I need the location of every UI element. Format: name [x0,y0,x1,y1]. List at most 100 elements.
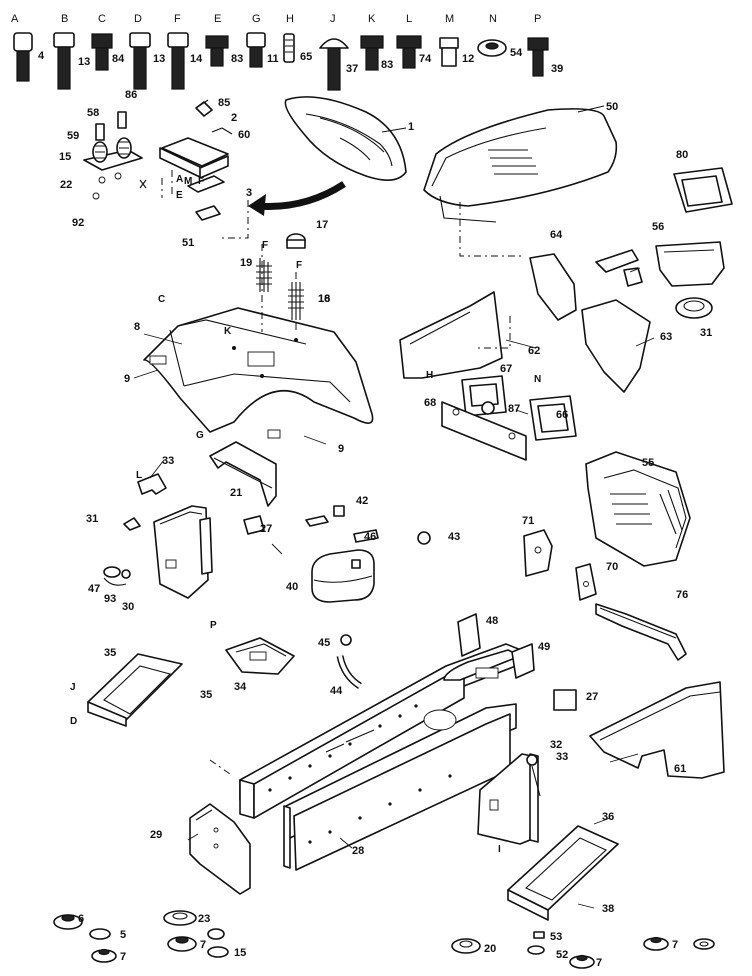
hardware-number-labels: 4 13 84 13 14 83 11 65 37 83 74 12 54 39 [38,47,563,75]
part-28: 28 [352,845,364,857]
rear-panel [477,753,541,845]
ref-n: N [534,374,541,385]
hardware-bottom [53,910,715,969]
part-36: 36 [602,811,614,823]
letter-l: L [406,13,412,25]
dash-assembly [585,451,691,567]
hardware-f-bolt [167,32,189,90]
part-59: 59 [67,130,79,142]
part-9b: 9 [338,443,344,455]
part-85: 85 [218,97,230,109]
hw-num-83a: 83 [231,53,243,65]
hardware-d-bolt [129,32,151,90]
ref-k: K [224,326,232,337]
hardware-n-nut [477,39,507,57]
front-panel [189,803,251,895]
part-5: 5 [120,929,126,941]
part-76: 76 [676,589,688,601]
part-31b: 31 [700,327,712,339]
hose-44 [336,634,362,689]
frame-brackets [457,613,535,679]
part-7a: 7 [120,951,126,963]
part-80: 80 [676,149,688,161]
ref-l: L [136,470,142,481]
ref-i: I [498,844,501,855]
ref-c: C [158,294,165,305]
part-35b: 35 [200,689,212,701]
hw-num-84: 84 [112,53,125,65]
hardware-k-bolt [360,35,384,71]
hw-num-13a: 13 [78,56,90,68]
part-92: 92 [72,217,84,229]
part-71: 71 [522,515,534,527]
footrest-left [87,653,183,727]
part-40: 40 [286,581,298,593]
fuel-tank [311,549,375,603]
hardware-j-carriage-bolt [319,38,349,91]
part-15: 15 [59,151,71,163]
part-66: 66 [556,409,568,421]
ref-j: J [70,682,76,693]
ref-d: D [70,716,77,727]
hardware-c-bolt [91,33,113,71]
hw-num-74: 74 [419,53,432,65]
ref-h: H [426,370,433,381]
part-56a: 56 [652,221,664,233]
part-55: 55 [642,457,654,469]
part-87: 87 [508,403,520,415]
bracket-27 [553,689,577,711]
part-27a: 27 [260,523,272,535]
hw-num-65: 65 [300,51,312,63]
rear-skirt [589,681,725,779]
part-68: 68 [424,397,436,409]
frame-holes [268,704,452,844]
dash-brackets [441,375,577,461]
part-58: 58 [87,107,99,119]
part-67: 67 [500,363,512,375]
hw-num-11: 11 [267,53,279,65]
letter-h: H [286,13,294,25]
seat [284,96,407,181]
part-62: 62 [528,345,540,357]
ref-g: G [196,430,204,441]
part-43: 43 [448,531,460,543]
part-9a: 9 [124,373,130,385]
part-2: 2 [231,112,237,124]
seat-bracket-assembly [83,99,249,239]
hood-decal-text [488,149,538,175]
fender [143,244,374,439]
hw-num-14: 14 [190,53,203,65]
hardware-p-bolt [527,37,549,77]
hw-num-13b: 13 [153,53,165,65]
part-16: 16 [318,293,330,305]
part-64: 64 [550,229,563,241]
hardware-row [13,32,549,91]
part-8: 8 [134,321,140,333]
part-21: 21 [230,487,242,499]
ref-f: F [198,176,204,187]
part-32: 32 [550,739,562,751]
part-51: 51 [182,237,194,249]
part-45: 45 [318,637,330,649]
part-70: 70 [606,561,618,573]
ref-f2: F [262,240,268,251]
part-86: 86 [125,89,137,101]
part-20: 20 [484,943,496,955]
cup-holder-parts [655,167,733,319]
part-61: 61 [674,763,686,775]
part-15b: 15 [234,947,246,959]
ref-p: P [210,620,217,631]
letter-p: P [534,13,541,25]
hardware-e-bolt [205,35,229,67]
assembly-arrow [248,181,346,216]
letter-n: N [489,13,497,25]
part-53: 53 [550,931,562,943]
part-27b: 27 [586,691,598,703]
hw-num-39: 39 [551,63,563,75]
part-18: 18 [318,293,330,305]
part-7c: 7 [596,957,602,969]
letter-d: D [134,13,142,25]
ref-a: A [176,174,183,185]
